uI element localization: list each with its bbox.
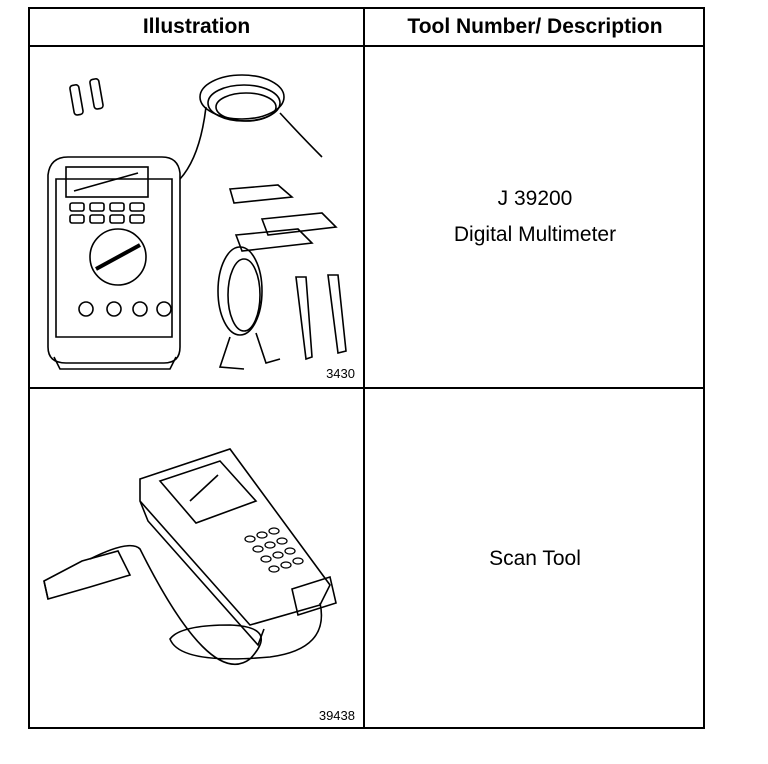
illustration-cell-multimeter: 3430 <box>30 47 363 387</box>
header-illustration: Illustration <box>142 15 251 38</box>
figure-number: 3430 <box>326 366 355 381</box>
header-divider <box>30 45 703 47</box>
tool-description: Digital Multimeter <box>453 223 617 246</box>
column-divider <box>363 9 365 727</box>
figure-number: 39438 <box>318 708 355 723</box>
tool-description: Scan Tool <box>489 547 581 570</box>
tool-number: J 39200 <box>497 187 573 210</box>
header-tool-description: Tool Number/ Description <box>407 15 663 38</box>
row-divider <box>30 387 703 389</box>
scan-tool-illustration <box>43 448 337 665</box>
illustration-cell-scan-tool: 39438 <box>30 389 363 729</box>
tools-table: Illustration Tool Number/ Description <box>28 7 705 729</box>
multimeter-illustration <box>47 74 347 370</box>
